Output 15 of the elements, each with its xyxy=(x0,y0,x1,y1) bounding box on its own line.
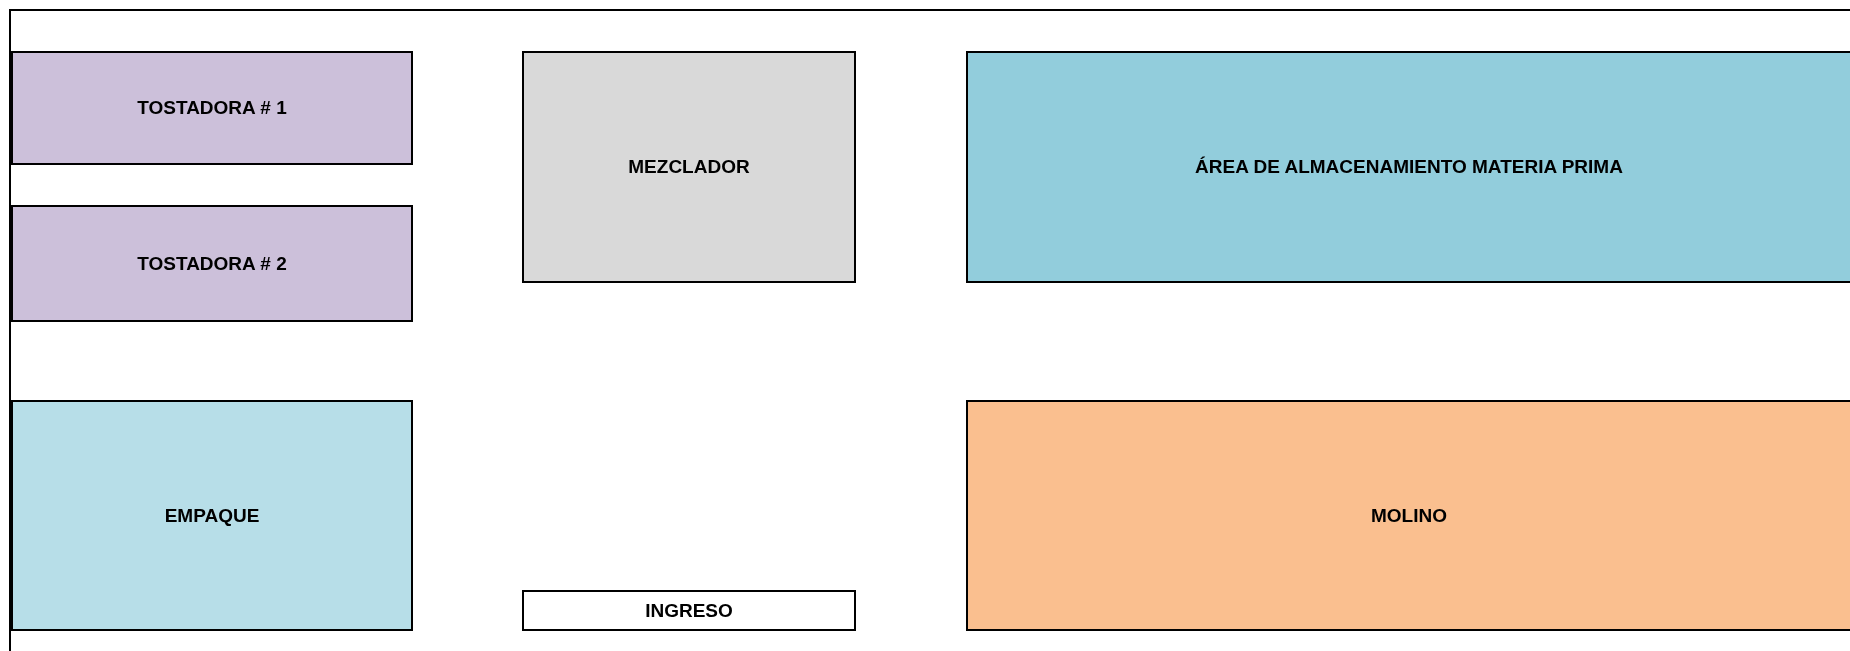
area-label: MEZCLADOR xyxy=(628,156,750,178)
area-label: TOSTADORA # 1 xyxy=(137,97,287,119)
area-label: MOLINO xyxy=(1371,504,1447,527)
area-block xyxy=(966,400,1850,631)
area-label: EMPAQUE xyxy=(164,504,260,527)
area-block xyxy=(966,51,1850,283)
area-block xyxy=(11,51,413,165)
floor-plan-outline xyxy=(9,9,1850,651)
area-block xyxy=(11,205,413,322)
area-label: ÁREA DE ALMACENAMIENTO MATERIA PRIMA xyxy=(1195,156,1623,178)
area-block xyxy=(522,590,856,631)
area-label: INGRESO xyxy=(645,599,733,622)
area-label: TOSTADORA # 2 xyxy=(137,252,287,275)
area-block xyxy=(522,51,856,283)
area-block xyxy=(11,400,413,631)
